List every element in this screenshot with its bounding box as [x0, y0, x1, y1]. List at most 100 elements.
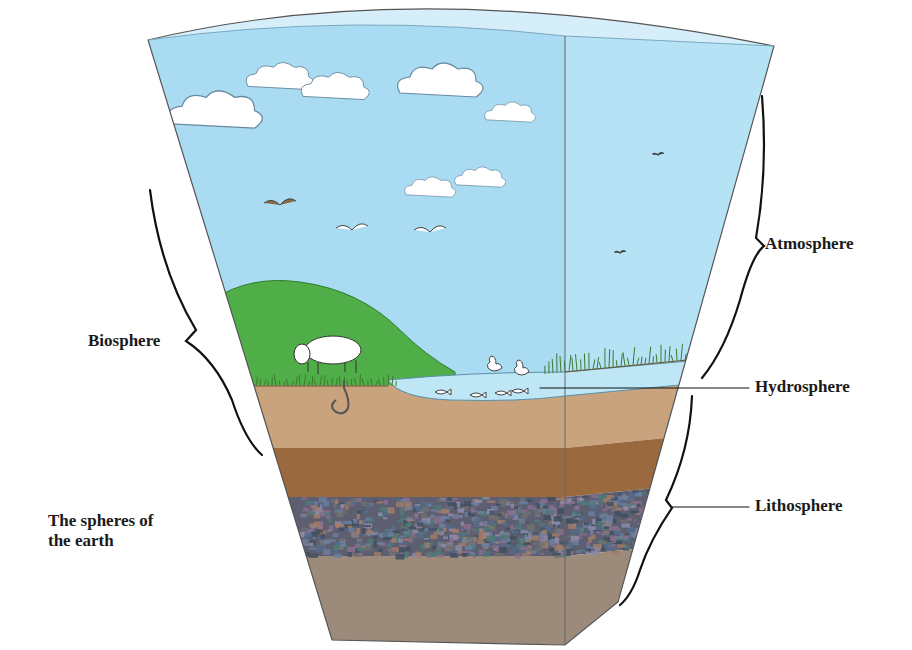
rock-fragment — [521, 531, 529, 534]
grass — [218, 339, 697, 386]
rock-fragment — [436, 552, 444, 554]
rock-fragment — [462, 551, 470, 553]
rock-fragment — [348, 551, 353, 556]
rock-fragment — [555, 546, 564, 551]
bird — [614, 251, 625, 253]
rock-fragment — [303, 507, 308, 511]
rock-fragment — [545, 510, 554, 514]
rock-fragment — [452, 529, 460, 533]
rock-fragment — [398, 538, 403, 542]
bird — [336, 224, 368, 230]
rock-fragment — [310, 505, 317, 508]
lithosphere-leader — [672, 506, 749, 507]
rock-fragment — [307, 529, 314, 532]
rock-fragment — [550, 548, 555, 551]
bird — [414, 226, 446, 232]
rock-fragment — [452, 498, 457, 500]
rock-fragment — [598, 541, 607, 544]
atmosphere-brace — [702, 96, 764, 378]
rock-fragment — [392, 538, 397, 542]
rock-fragment — [328, 518, 332, 522]
rock-fragment — [589, 501, 596, 506]
rock-fragment — [601, 533, 609, 535]
rock-fragment — [362, 520, 366, 523]
rock-fragment — [466, 530, 470, 535]
rock-fragment — [421, 513, 427, 518]
rock-fragment — [531, 542, 539, 545]
rock-fragment — [521, 515, 528, 518]
rock-fragment — [578, 498, 585, 500]
rock-fragment — [539, 523, 545, 526]
rock-fragment — [610, 506, 616, 510]
rock-fragment — [427, 552, 436, 557]
rock-fragment — [333, 545, 339, 551]
rock-fragment — [568, 523, 576, 529]
fish — [495, 390, 511, 396]
rock-fragment — [315, 530, 320, 534]
rock-fragment — [521, 512, 530, 514]
rock-fragment — [653, 520, 658, 522]
rock-fragment — [566, 518, 574, 524]
fish — [435, 389, 451, 395]
rock-fragment — [324, 512, 329, 516]
rock-fragment — [334, 554, 342, 558]
rock-fragment — [536, 503, 540, 508]
rock-fragment — [427, 503, 431, 506]
rock-fragment — [582, 496, 589, 498]
rock-fragment — [607, 502, 614, 506]
rock-fragment — [591, 551, 598, 555]
rock-fragment — [415, 507, 422, 511]
rock-fragment — [634, 547, 641, 549]
sphere-label: Atmosphere — [765, 234, 853, 254]
rock-fragment — [603, 531, 610, 534]
rock-fragment — [385, 529, 390, 534]
rock-fragment — [383, 500, 387, 505]
rock-fragment — [650, 500, 655, 504]
rock-fragment — [554, 516, 562, 522]
rock-fragment — [309, 523, 315, 527]
fish — [470, 392, 486, 398]
rock-fragment — [532, 536, 539, 541]
rock-fragment — [300, 515, 307, 518]
rock-fragment — [462, 553, 467, 557]
rock-fragment — [502, 522, 507, 525]
rock-fragment — [465, 546, 472, 550]
rock-fragment — [369, 518, 374, 521]
sphere-label: Lithosphere — [755, 496, 843, 516]
rock-fragment — [590, 530, 593, 536]
rock-fragment — [348, 528, 354, 533]
rock-fragment — [446, 545, 453, 550]
rock-fragment — [600, 513, 607, 516]
rock-fragment — [639, 539, 648, 542]
rock-fragment — [596, 531, 600, 534]
rock-fragment — [430, 514, 434, 517]
rock-fragment — [314, 501, 318, 504]
rock-fragment — [566, 550, 570, 556]
rock-fragment — [357, 553, 363, 555]
rock-fragment — [584, 522, 589, 525]
rock-fragment — [495, 534, 500, 536]
rock-fragment — [404, 532, 409, 534]
rock-fragment — [378, 549, 383, 552]
rock-fragment — [343, 521, 352, 524]
rock-fragment — [400, 542, 409, 544]
rock-fragment — [515, 544, 520, 547]
pond-water — [388, 360, 700, 401]
rock-fragment — [464, 539, 471, 541]
rock-fragment — [527, 524, 535, 529]
sphere-label: Biosphere — [88, 331, 160, 351]
rock-fragment — [615, 538, 624, 541]
rock-fragment — [309, 554, 318, 558]
rock-fragment — [399, 547, 406, 552]
cloud — [301, 72, 369, 99]
rock-fragment — [354, 533, 358, 538]
rock-fragment — [613, 532, 620, 534]
rock-fragment — [409, 538, 413, 543]
rock-fragment — [457, 508, 464, 512]
face-corner — [565, 36, 566, 645]
rock-fragment — [373, 541, 376, 543]
rock-fragment — [540, 553, 544, 555]
rock-fragment — [649, 494, 652, 498]
